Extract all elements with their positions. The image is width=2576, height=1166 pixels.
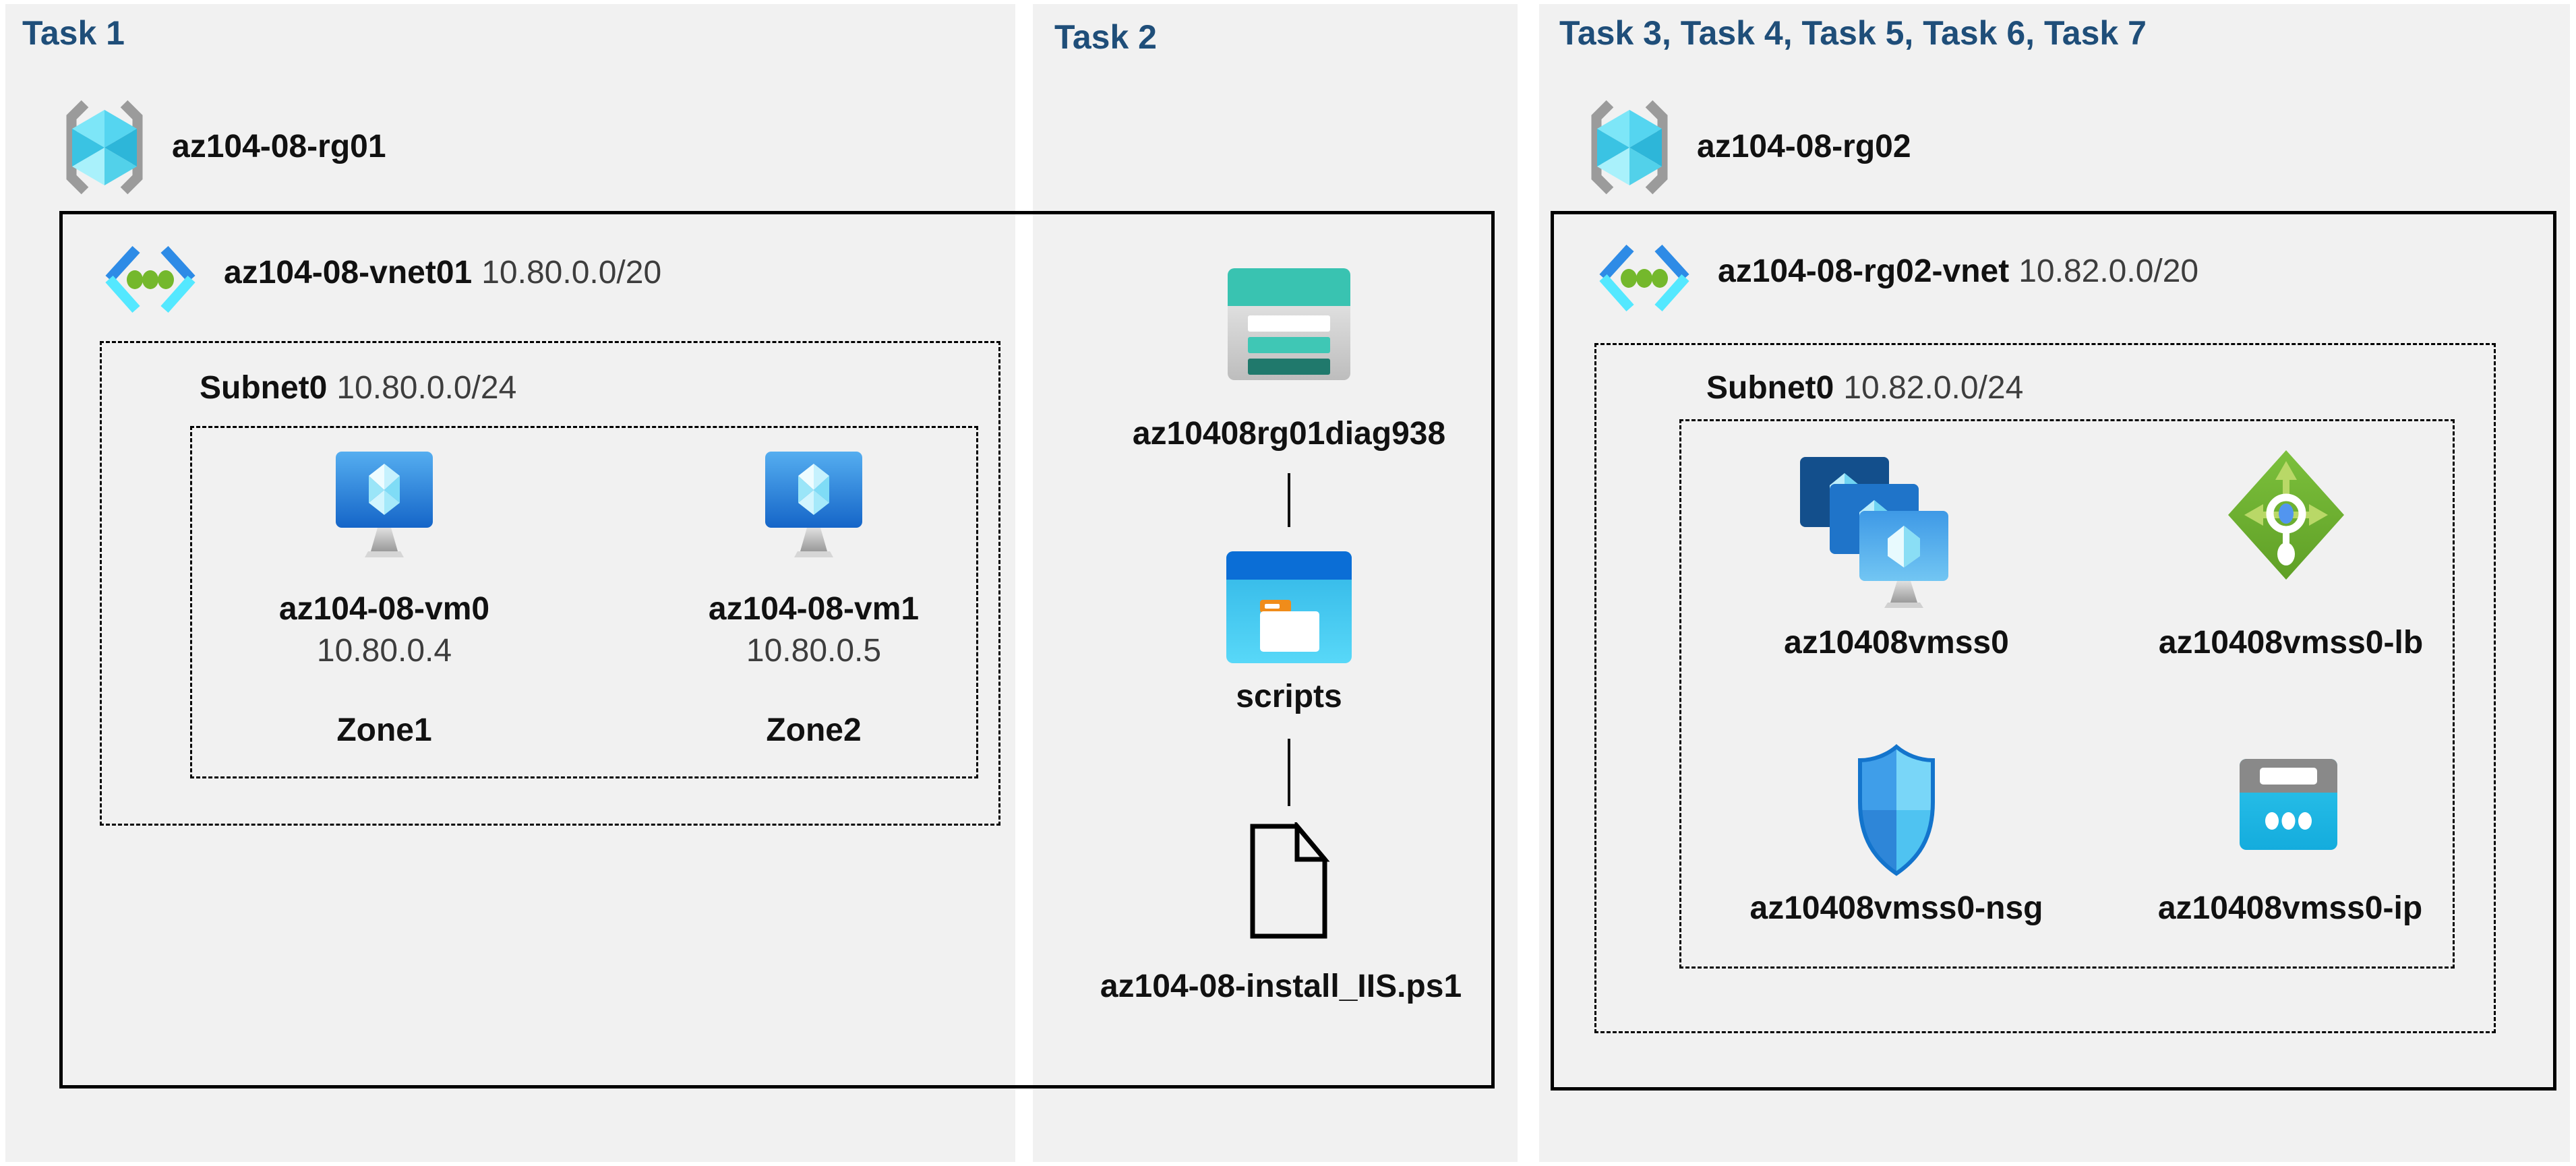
resource-group-icon <box>61 99 148 195</box>
vmss-group-box <box>1679 419 2455 969</box>
task2-header: Task 2 <box>1054 18 1157 56</box>
virtual-network-icon <box>1594 243 1695 313</box>
connector-line <box>1288 473 1290 527</box>
load-balancer-icon <box>2227 449 2345 581</box>
vm1-zone: Zone2 <box>766 712 862 748</box>
public-ip-label: az10408vmss0-ip <box>2157 890 2423 926</box>
vm0-name: az104-08-vm0 <box>278 591 490 627</box>
subnet1-cidr: 10.80.0.0/24 <box>336 370 517 406</box>
task3-panel <box>1539 4 2570 1162</box>
vmss-icon <box>1800 457 1962 612</box>
rg1-label: az104-08-rg01 <box>172 129 386 164</box>
load-balancer-label: az10408vmss0-lb <box>2158 625 2424 661</box>
vm1-ip: 10.80.0.5 <box>746 633 882 669</box>
task3-header: Task 3, Task 4, Task 5, Task 6, Task 7 <box>1559 14 2147 52</box>
vmss-label: az10408vmss0 <box>1784 625 2009 661</box>
vnet2-box <box>1551 211 2556 1091</box>
virtual-network-icon <box>100 244 201 315</box>
vm0-ip: 10.80.0.4 <box>316 633 452 669</box>
subnet2-name: Subnet0 <box>1706 370 1834 406</box>
vnet1-cidr: 10.80.0.0/20 <box>481 255 662 290</box>
vnet2-name: az104-08-rg02-vnet <box>1718 253 2010 289</box>
public-ip-icon <box>2240 759 2337 850</box>
storage-account-icon <box>1228 268 1350 380</box>
rg2-label: az104-08-rg02 <box>1697 129 1911 164</box>
task1-panel <box>5 4 1015 1162</box>
vnet1-name: az104-08-vnet01 <box>224 255 473 290</box>
vnet1-box <box>59 211 1495 1088</box>
subnet1-box <box>100 341 1000 826</box>
folder-label: scripts <box>1236 679 1342 714</box>
file-label: az104-08-install_IIS.ps1 <box>1100 969 1462 1004</box>
virtual-machine-icon <box>336 452 433 558</box>
subnet1-name: Subnet0 <box>200 370 328 406</box>
virtual-machine-icon <box>765 452 862 558</box>
vm1-name: az104-08-vm1 <box>708 591 920 627</box>
nsg-label: az10408vmss0-nsg <box>1749 890 2043 926</box>
folder-icon <box>1226 551 1352 663</box>
subnet2-cidr: 10.82.0.0/24 <box>1843 370 2024 406</box>
connector-line <box>1288 739 1290 806</box>
vm-zone-box <box>190 426 978 778</box>
vm0-zone: Zone1 <box>336 712 432 748</box>
storage-account-label: az10408rg01diag938 <box>1132 416 1446 452</box>
vnet2-cidr: 10.82.0.0/20 <box>2018 253 2199 289</box>
resource-group-icon <box>1586 99 1673 195</box>
file-icon <box>1246 822 1331 940</box>
task1-header: Task 1 <box>22 14 125 52</box>
nsg-icon <box>1855 744 1938 876</box>
subnet2-box <box>1594 343 2496 1033</box>
